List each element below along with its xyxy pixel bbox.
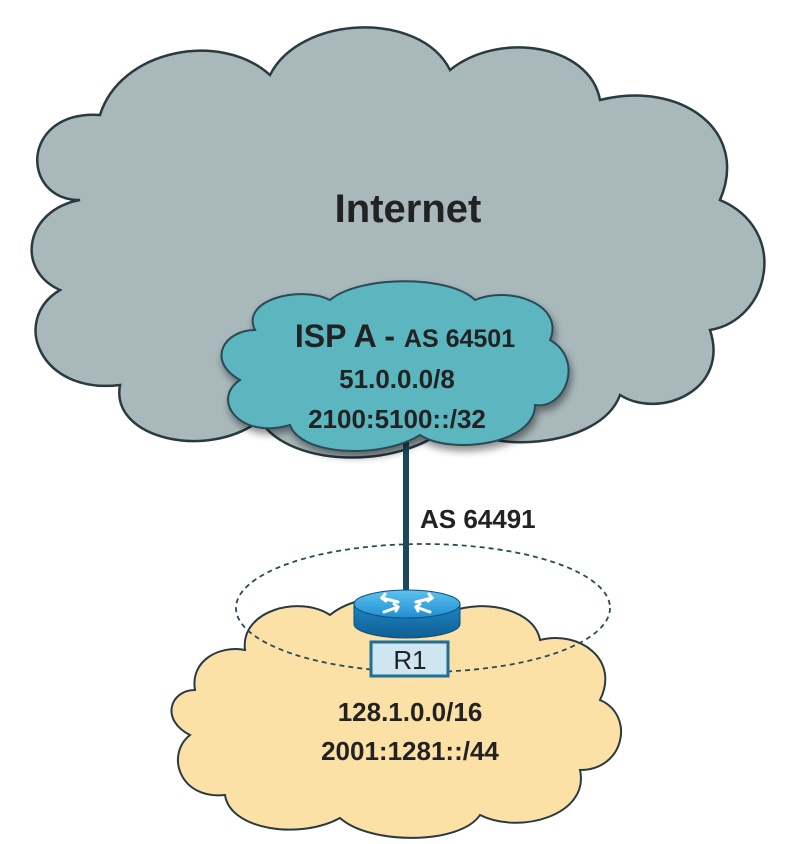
internet-cloud <box>30 26 766 459</box>
router-label: R1 <box>393 645 426 675</box>
router-label-box <box>369 640 450 678</box>
router-arrows-icon <box>379 592 435 614</box>
customer-cloud <box>170 594 623 839</box>
isp-a-as-number: AS 64501 <box>404 325 515 353</box>
isp-a-title: ISP A - AS 64501 <box>295 318 515 354</box>
customer-ipv6-prefix: 2001:1281::/44 <box>321 736 499 766</box>
router-icon[interactable] <box>353 589 461 639</box>
internet-label: Internet <box>335 187 482 231</box>
isp-a-name: ISP A - <box>295 318 404 354</box>
customer-as-label: AS 64491 <box>420 504 536 534</box>
router-body-top <box>353 589 461 619</box>
isp-a-ipv4-prefix: 51.0.0.0/8 <box>339 364 455 394</box>
customer-ipv4-prefix: 128.1.0.0/16 <box>338 697 483 727</box>
isp-a-cloud <box>220 280 570 452</box>
isp-a-ipv6-prefix: 2100:5100::/32 <box>308 404 486 434</box>
